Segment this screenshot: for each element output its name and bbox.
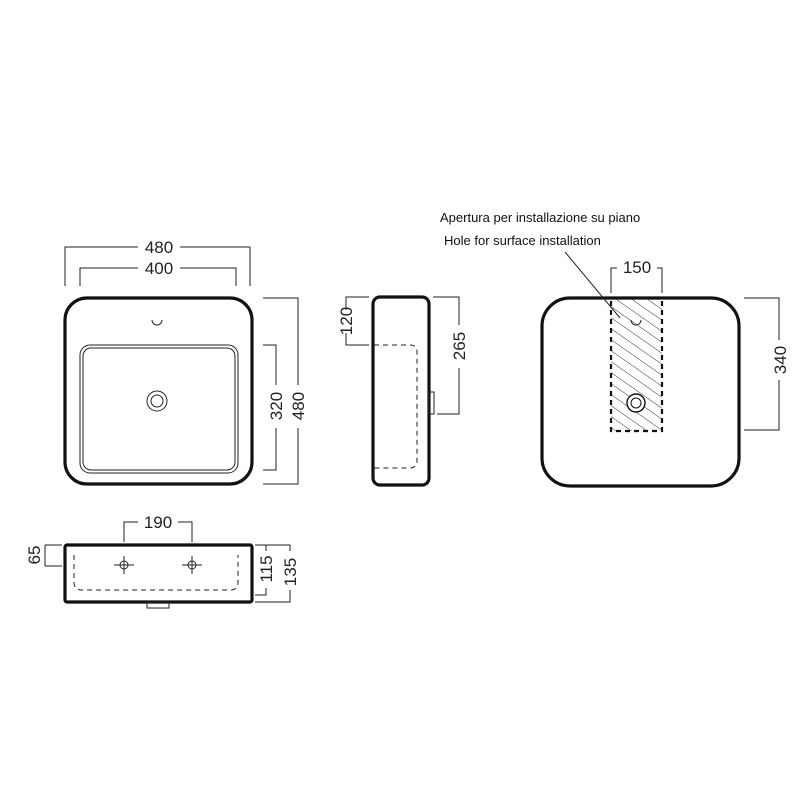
dim-line-inner-height-bottom [437, 368, 460, 415]
dim-line-tap-spacing [123, 521, 138, 542]
bowl-outline-inner [82, 347, 236, 471]
dim-line-rim-height [345, 296, 369, 310]
dim-back-height: 340 [771, 346, 790, 374]
front-view: 190 65 115 135 [25, 513, 300, 609]
dim-bowl-height: 115 [257, 555, 276, 582]
dim-line-back-height [744, 297, 780, 340]
annotation-english: Hole for surface installation [444, 233, 601, 248]
back-view: Apertura per installazione su piano Hole… [440, 210, 790, 488]
drain-inner-icon [150, 394, 164, 408]
side-bowl-hidden-line [374, 344, 418, 469]
dim-rim-height: 120 [337, 307, 356, 335]
dim-overall-width: 480 [145, 238, 173, 257]
dim-line-bowl-height [255, 544, 267, 551]
drain-inner-icon [630, 397, 642, 409]
dim-line-hole-width [610, 267, 617, 293]
side-view: 120 265 [337, 295, 469, 487]
dim-line-overall-width [64, 246, 138, 286]
dim-overall-depth: 480 [289, 392, 308, 420]
basin-outline [63, 296, 254, 486]
dim-inner-width: 400 [145, 259, 173, 278]
dim-line-inner-height [433, 296, 460, 325]
dim-line-rim-height-bottom [345, 333, 369, 346]
dim-line-inner-width-right [180, 267, 237, 286]
front-bowl-hidden-line [73, 555, 239, 591]
dim-line-bowl-depth [263, 344, 277, 385]
annotation-italian: Apertura per installazione su piano [440, 210, 640, 225]
dim-line-overall-width-right [180, 246, 251, 286]
dim-bowl-depth: 320 [267, 392, 286, 420]
dim-tap-spacing: 190 [144, 513, 172, 532]
dim-rim-thickness: 65 [25, 546, 44, 565]
drain-icon [146, 390, 168, 412]
side-outline [371, 295, 431, 487]
dim-line-bowl-height-bottom [255, 588, 267, 596]
front-outline [63, 543, 254, 604]
tap-hole-icon [151, 319, 163, 326]
dim-line-inner-width [79, 267, 138, 286]
annotation-leader [564, 251, 621, 319]
dim-hole-width: 150 [623, 258, 651, 277]
dim-line-overall-depth [263, 297, 299, 385]
bowl-outline [79, 344, 239, 474]
dim-line-overall-depth-bottom [263, 428, 299, 485]
dim-inner-height: 265 [450, 332, 469, 360]
side-drain-fitting [428, 391, 435, 415]
dim-line-bowl-depth-bottom [263, 428, 277, 471]
dim-line-hole-width-right [657, 267, 663, 293]
dim-line-total-height [255, 544, 291, 551]
dim-line-tap-spacing-right [178, 521, 193, 542]
front-drain-fitting [146, 601, 170, 609]
dim-total-height: 135 [281, 558, 300, 586]
dim-line-back-height-bottom [744, 380, 780, 431]
tap-hole-icon [630, 319, 642, 326]
top-view: 480 400 320 480 [63, 238, 308, 486]
dim-line-total-height-bottom [255, 590, 291, 603]
installation-hole-outline [609, 296, 664, 433]
